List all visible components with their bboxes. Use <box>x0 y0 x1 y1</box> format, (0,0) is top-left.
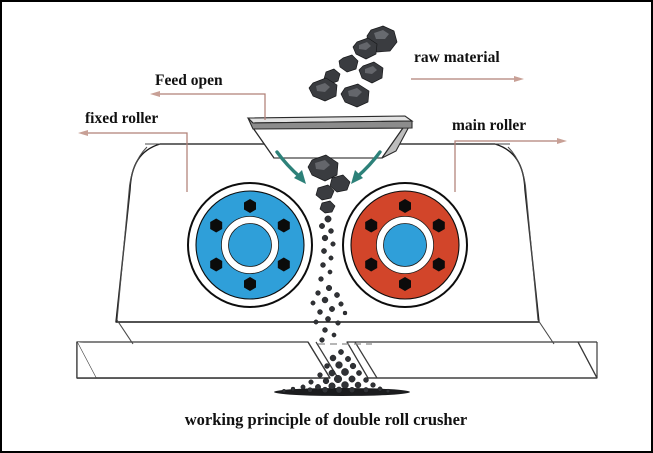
leader-raw-material-arrowhead <box>514 76 524 82</box>
main-roller-hub-ring <box>376 216 434 274</box>
arrow-left-icon <box>275 150 306 184</box>
leader-fixed-roller-arrowhead <box>78 130 88 136</box>
leader-feed-open <box>155 93 266 120</box>
main-roller-hub-outline <box>375 215 434 274</box>
frame-right-foot <box>537 319 555 345</box>
fixed-roller-bolt <box>210 218 223 233</box>
main-roller-bolt <box>365 257 378 272</box>
fixed-roller-hub-outline <box>220 215 279 274</box>
callout-leader-lines <box>78 76 567 192</box>
callout-label-fixed-roller: fixed roller <box>85 110 158 127</box>
frame-right-seam <box>507 146 539 321</box>
main-roller-hub-center <box>383 223 427 267</box>
frame-left-foot <box>116 319 134 345</box>
main-roller-bolt <box>432 257 445 272</box>
base-right-inner-cut <box>346 341 369 379</box>
diagram-caption: working principle of double roll crusher <box>185 410 468 429</box>
callout-label-raw-material: raw material <box>414 49 500 66</box>
roller-fixed-left <box>187 182 313 308</box>
material-flow-arrows <box>275 150 382 184</box>
fixed-roller-hub-ring <box>221 216 279 274</box>
base-right-top <box>346 341 598 379</box>
base-left-block <box>76 341 339 379</box>
callout-label-feed-open: Feed open <box>155 72 223 89</box>
arrow-right-icon <box>351 150 382 184</box>
crushed-material-stream <box>307 154 351 343</box>
feed-open-hopper <box>246 115 414 159</box>
hopper-rim-front <box>247 117 413 130</box>
fixed-roller-bolt <box>210 257 223 272</box>
leader-main-roller-arrowhead <box>557 138 567 144</box>
main-roller-bolt <box>399 199 411 213</box>
discharged-material-pile <box>274 349 410 396</box>
base-right-outer-cut <box>577 341 598 379</box>
fixed-roller-hub-center <box>228 223 272 267</box>
fixed-roller-bolt <box>244 199 256 213</box>
roller-main-right <box>342 182 468 308</box>
leader-main-roller <box>454 140 562 192</box>
base-right-gap-edge <box>354 341 378 379</box>
fixed-roller-bolt <box>244 277 256 291</box>
fixed-roller-bolt <box>277 218 290 233</box>
frame-left-seam <box>116 146 148 321</box>
callout-label-main-roller: main roller <box>452 117 526 134</box>
fixed-roller-bolt <box>277 257 290 272</box>
main-roller-bolt <box>399 277 411 291</box>
main-roller-bolt <box>432 218 445 233</box>
base-right-block <box>346 341 598 379</box>
leader-fixed-roller <box>83 132 188 192</box>
leader-feed-open-arrowhead <box>150 91 160 97</box>
base-left-inner-cut <box>307 341 331 379</box>
raw-material-rocks <box>308 25 398 108</box>
main-roller-bolt <box>365 218 378 233</box>
